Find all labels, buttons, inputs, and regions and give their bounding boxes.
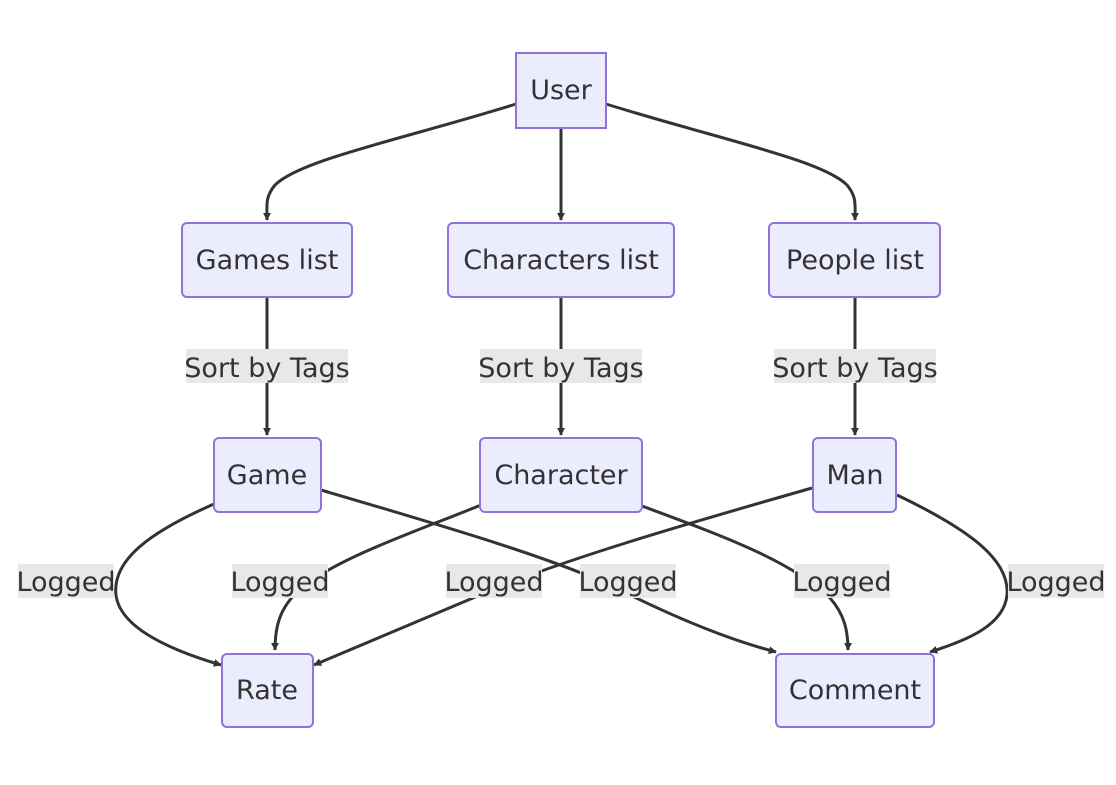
edge-game-comment (320, 488, 777, 655)
edge-user-people-list (605, 102, 860, 221)
edge-labels: Sort by Tags Sort by Tags Sort by Tags L… (16, 349, 1106, 598)
edge-label-man-comment: Logged (1006, 564, 1106, 598)
edge-label-games-sort: Sort by Tags (184, 349, 350, 384)
node-label: Rate (236, 675, 298, 706)
edge-label-character-rate: Logged (230, 564, 330, 598)
node-label: Comment (789, 675, 921, 706)
edge-label-people-sort: Sort by Tags (772, 349, 938, 384)
node-user[interactable]: User (515, 52, 607, 129)
edge-label-text: Logged (1006, 567, 1105, 598)
node-label: Characters list (463, 245, 659, 276)
node-label: People list (786, 245, 924, 276)
edge-label-game-comment: Logged (578, 564, 678, 598)
edge-label-character-comment: Logged (792, 564, 892, 598)
node-character[interactable]: Character (479, 437, 643, 513)
node-label: Game (227, 460, 307, 491)
node-rate[interactable]: Rate (221, 653, 314, 728)
edge-label-text: Sort by Tags (184, 353, 349, 384)
node-characters-list[interactable]: Characters list (447, 222, 675, 298)
edge-game-rate (114, 502, 222, 667)
node-comment[interactable]: Comment (775, 653, 935, 728)
node-people-list[interactable]: People list (768, 222, 941, 298)
edge-label-text: Logged (230, 567, 329, 598)
node-label: User (530, 75, 592, 106)
edge-label-characters-sort: Sort by Tags (478, 349, 644, 384)
node-man[interactable]: Man (812, 437, 897, 513)
edge-man-comment (896, 493, 1009, 654)
edge-label-text: Logged (16, 567, 115, 598)
node-game[interactable]: Game (213, 437, 322, 513)
node-games-list[interactable]: Games list (181, 222, 353, 298)
edge-label-man-rate: Logged (444, 564, 544, 598)
edge-label-text: Logged (444, 567, 543, 598)
node-label: Games list (196, 245, 339, 276)
edge-label-text: Sort by Tags (478, 353, 643, 384)
edge-label-text: Logged (578, 567, 677, 598)
node-label: Character (494, 460, 628, 491)
edge-man-rate (313, 486, 813, 667)
edge-label-text: Logged (792, 567, 891, 598)
nodes: User Games list Characters list People l… (181, 52, 941, 728)
edge-label-game-rate: Logged (16, 564, 116, 598)
node-label: Man (827, 460, 884, 491)
edge-label-text: Sort by Tags (772, 353, 937, 384)
edge-user-games-list (262, 102, 517, 221)
